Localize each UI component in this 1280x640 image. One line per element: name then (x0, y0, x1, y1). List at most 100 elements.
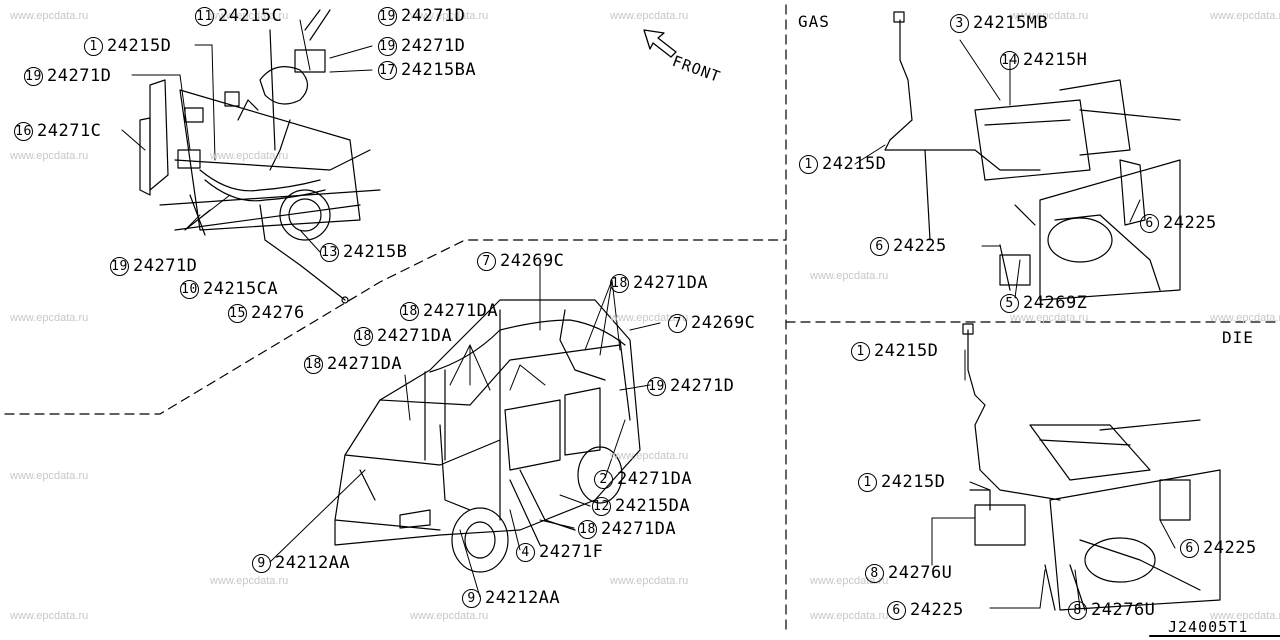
part-number: 24215B (343, 242, 408, 262)
part-number: 24269C (691, 313, 756, 333)
callout-index: 1 (799, 154, 818, 174)
callout-index: 19 (24, 66, 43, 86)
callout-index: 7 (477, 251, 496, 271)
engine-bay-drawing (139, 9, 381, 304)
drawing-code: J24005T1 (1168, 618, 1249, 636)
callout-index: 19 (378, 6, 397, 26)
callout-index: 16 (14, 121, 33, 141)
callout-index: 6 (887, 600, 906, 620)
part-number: 24276U (1091, 600, 1156, 620)
callout-index: 11 (195, 6, 214, 26)
callout-index: 18 (304, 354, 323, 374)
part-number: 24276U (888, 563, 953, 583)
callout-index: 9 (252, 553, 271, 573)
part-number: 24271C (37, 121, 102, 141)
callout-index: 15 (228, 303, 247, 323)
part-number: 24271D (401, 6, 466, 26)
part-number: 24271DA (327, 354, 403, 374)
part-number: 24269Z (1023, 293, 1088, 313)
callout-index: 12 (592, 496, 611, 516)
part-number: 24276 (251, 303, 305, 323)
part-number: 24215D (822, 154, 887, 174)
callout-index: 19 (647, 376, 666, 396)
section-dividers (4, 4, 1280, 631)
gas-engine-drawing (884, 11, 1181, 301)
part-number: 24215BA (401, 60, 477, 80)
leader-lines (121, 19, 1176, 609)
gas-section-label: GAS (798, 12, 830, 31)
part-number: 24225 (910, 600, 964, 620)
callout-index: 10 (180, 279, 199, 299)
part-number: 24271D (670, 376, 735, 396)
callout-index: 5 (1000, 293, 1019, 313)
callout-index: 13 (320, 242, 339, 262)
callout-index: 2 (594, 469, 613, 489)
callout-index: 8 (1068, 600, 1087, 620)
part-number: 24271DA (423, 301, 499, 321)
part-number: 24271D (47, 66, 112, 86)
part-number: 24215CA (203, 279, 279, 299)
callout-index: 18 (610, 273, 629, 293)
callout-index: 3 (950, 13, 969, 33)
part-number: 24225 (1203, 538, 1257, 558)
part-number: 24271DA (601, 519, 677, 539)
diesel-section-label: DIE (1222, 328, 1254, 347)
part-number: 24215DA (615, 496, 691, 516)
callout-index: 19 (110, 256, 129, 276)
callout-index: 7 (668, 313, 687, 333)
part-number: 24271D (133, 256, 198, 276)
part-number: 24271DA (633, 273, 709, 293)
part-number: 24225 (893, 236, 947, 256)
diesel-engine-drawing (962, 323, 1221, 611)
part-number: 24215C (218, 6, 283, 26)
part-number: 24271DA (377, 326, 453, 346)
callout-index: 1 (851, 341, 870, 361)
part-number: 24225 (1163, 213, 1217, 233)
part-number: 24271F (539, 542, 604, 562)
callout-index: 1 (84, 36, 103, 56)
callout-index: 6 (1180, 538, 1199, 558)
callout-index: 17 (378, 60, 397, 80)
front-arrow-icon (643, 29, 677, 58)
callout-index: 14 (1000, 50, 1019, 70)
callout-index: 18 (578, 519, 597, 539)
callout-index: 18 (400, 301, 419, 321)
callout-index: 8 (865, 563, 884, 583)
